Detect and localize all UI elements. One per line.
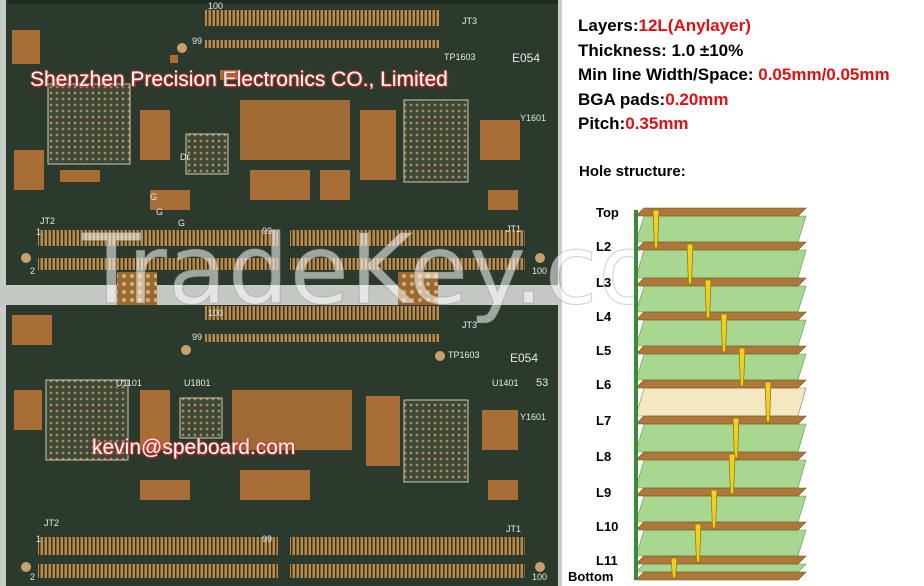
svg-text:JT3: JT3 <box>462 320 477 330</box>
spec-thickness: Thickness: 1.0 ±10% <box>578 40 744 60</box>
layer-label-l5: L5 <box>596 343 611 358</box>
layer-label-l8: L8 <box>596 449 611 464</box>
company-name-overlay: Shenzhen Precision Electronics CO., Limi… <box>30 68 448 91</box>
svg-text:99: 99 <box>192 332 202 342</box>
spec-layers-value: 12L(Anylayer) <box>638 16 751 35</box>
microvia <box>670 557 678 579</box>
prepreg-layer <box>635 249 807 279</box>
prepreg-layer <box>635 423 807 453</box>
svg-text:G: G <box>178 218 185 228</box>
svg-text:2: 2 <box>30 572 35 582</box>
svg-text:JT3: JT3 <box>462 16 477 26</box>
svg-text:E054: E054 <box>512 51 540 65</box>
svg-text:99: 99 <box>192 36 202 46</box>
svg-text:JT1: JT1 <box>506 224 521 234</box>
svg-text:Y1601: Y1601 <box>520 412 546 422</box>
svg-text:TP1603: TP1603 <box>448 350 480 360</box>
svg-text:100: 100 <box>208 308 223 318</box>
svg-text:JT2: JT2 <box>40 216 55 226</box>
layer-label-l10: L10 <box>596 519 618 534</box>
microvia <box>652 209 660 249</box>
svg-text:Dr: Dr <box>180 152 190 162</box>
svg-text:E054: E054 <box>510 351 538 365</box>
svg-text:100: 100 <box>532 572 547 582</box>
core-layer <box>635 387 807 417</box>
microvia <box>710 489 718 529</box>
svg-text:53: 53 <box>536 377 548 389</box>
svg-text:100: 100 <box>532 266 547 276</box>
microvia <box>686 243 694 285</box>
svg-text:100: 100 <box>208 1 223 11</box>
microvia <box>694 523 702 563</box>
prepreg-layer <box>635 459 807 489</box>
prepreg-layer <box>635 215 807 243</box>
copper-layer-l11 <box>635 555 807 565</box>
layer-label-l6: L6 <box>596 377 611 392</box>
svg-text:U1101: U1101 <box>116 378 142 388</box>
layer-label-l11: L11 <box>596 553 618 568</box>
spec-layers: Layers:12L(Anylayer) <box>578 16 751 35</box>
microvia <box>728 453 736 495</box>
copper-layer-l9 <box>635 487 807 497</box>
svg-text:Y1601: Y1601 <box>520 113 546 123</box>
svg-text:99: 99 <box>262 226 272 236</box>
svg-text:JT2: JT2 <box>44 518 59 528</box>
svg-text:G: G <box>156 207 163 217</box>
svg-text:JT1: JT1 <box>506 524 521 534</box>
prepreg-layer <box>635 563 807 573</box>
spec-bga-value: 0.20mm <box>665 89 729 109</box>
prepreg-layer <box>635 495 807 523</box>
svg-text:1: 1 <box>36 227 41 237</box>
svg-text:TP1603: TP1603 <box>444 52 476 62</box>
hole-structure-title: Hole structure: <box>579 163 686 180</box>
microvia <box>732 417 740 459</box>
copper-layer-l3 <box>635 277 807 287</box>
spec-line-width-value: 0.05mm/0.05mm <box>758 65 890 84</box>
copper-layer-l10 <box>635 521 807 531</box>
spec-panel: Layers:12L(Anylayer) Thickness: 1.0 ±10%… <box>578 14 924 137</box>
layer-label-l2: L2 <box>596 239 611 254</box>
microvia <box>764 381 772 423</box>
svg-text:U1801: U1801 <box>184 378 211 388</box>
svg-text:99: 99 <box>262 534 272 544</box>
spec-line-width: Min line Width/Space: 0.05mm/0.05mm <box>578 65 890 84</box>
email-overlay: kevin@speboard.com <box>92 436 296 459</box>
prepreg-layer <box>635 285 807 313</box>
prepreg-layer <box>635 529 807 557</box>
svg-text:U1401: U1401 <box>492 378 519 388</box>
copper-layer-l2 <box>635 241 807 251</box>
copper-layer-l5 <box>635 345 807 355</box>
svg-text:2: 2 <box>30 266 35 276</box>
spec-bga-pads: BGA pads:0.20mm <box>578 89 729 109</box>
microvia <box>738 347 746 387</box>
stackup-edge <box>634 210 638 580</box>
svg-text:1: 1 <box>36 534 41 544</box>
copper-layer-l7 <box>635 415 807 425</box>
copper-layer-l8 <box>635 451 807 461</box>
svg-text:G: G <box>150 192 157 202</box>
microvia <box>704 279 712 319</box>
layer-label-l7: L7 <box>596 413 611 428</box>
spec-pitch-value: 0.35mm <box>625 114 689 133</box>
copper-layer-top <box>635 207 807 217</box>
layer-label-l3: L3 <box>596 275 611 290</box>
prepreg-layer <box>635 353 807 381</box>
prepreg-layer <box>635 319 807 347</box>
microvia <box>720 313 728 353</box>
layer-label-l4: L4 <box>596 309 612 324</box>
copper-layer-l6 <box>635 379 807 389</box>
layer-label-top: Top <box>596 205 619 220</box>
layer-label-l9: L9 <box>596 485 611 500</box>
spec-pitch: Pitch:0.35mm <box>578 114 689 133</box>
layer-label-bottom: Bottom <box>568 569 614 584</box>
copper-layer-bottom <box>635 571 807 581</box>
